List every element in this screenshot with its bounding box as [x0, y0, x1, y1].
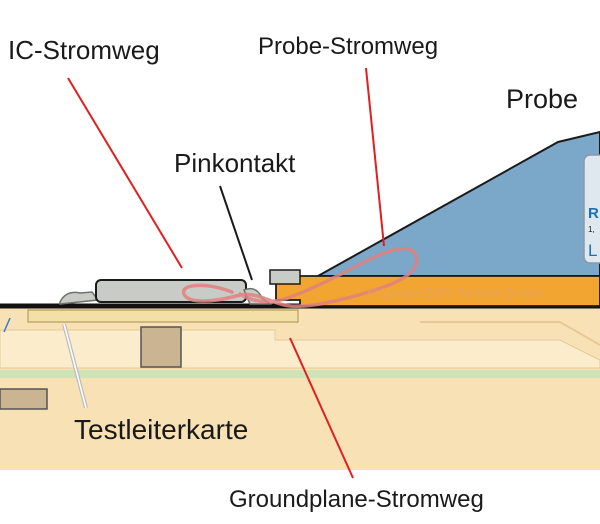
ground-pad: [27, 309, 299, 323]
probe-logo-plate: [583, 154, 600, 264]
pin-contact-leader: [219, 185, 253, 281]
labels: IC-Stromweg Probe-Stromweg Probe Pinkont…: [8, 33, 578, 513]
ic-package: [59, 279, 273, 305]
copyright-watermark: © Langer EMV-Technik GmbH: [368, 285, 542, 300]
ic-left-lead: [59, 291, 100, 305]
groundplane-leader: [289, 337, 354, 479]
probe: R 1, L: [269, 130, 600, 307]
probe-body: [314, 130, 600, 277]
probe-logo-line2: 1,: [588, 225, 595, 234]
probe-logo-line3: L: [588, 241, 597, 260]
leader-lines: [62, 67, 385, 479]
test-board-label: Testleiterkarte: [74, 414, 248, 445]
board-green-layer: [0, 370, 600, 378]
probe-tip-block: [269, 269, 301, 285]
test-board-leader-inner: [63, 323, 87, 409]
probe-current-path-label: Probe-Stromweg: [258, 33, 438, 60]
board-left-blue-mark: [3, 317, 11, 333]
probe-current-leader: [365, 67, 385, 247]
board-via-block: [140, 326, 182, 368]
ic-current-path-label: IC-Stromweg: [8, 35, 160, 65]
current-loop: [181, 246, 419, 309]
ic-current-leader: [67, 77, 183, 269]
current-loop-path: [181, 246, 419, 309]
probe-label: Probe: [506, 84, 578, 114]
probe-logo-line1: R: [588, 205, 599, 222]
test-board-label-bg: [66, 408, 284, 448]
groundplane-current-path-label: Groundplane-Stromweg: [229, 486, 484, 513]
board-left-component: [0, 388, 48, 410]
pin-contact-label: Pinkontakt: [174, 148, 296, 178]
board-right-trace: [420, 321, 600, 346]
